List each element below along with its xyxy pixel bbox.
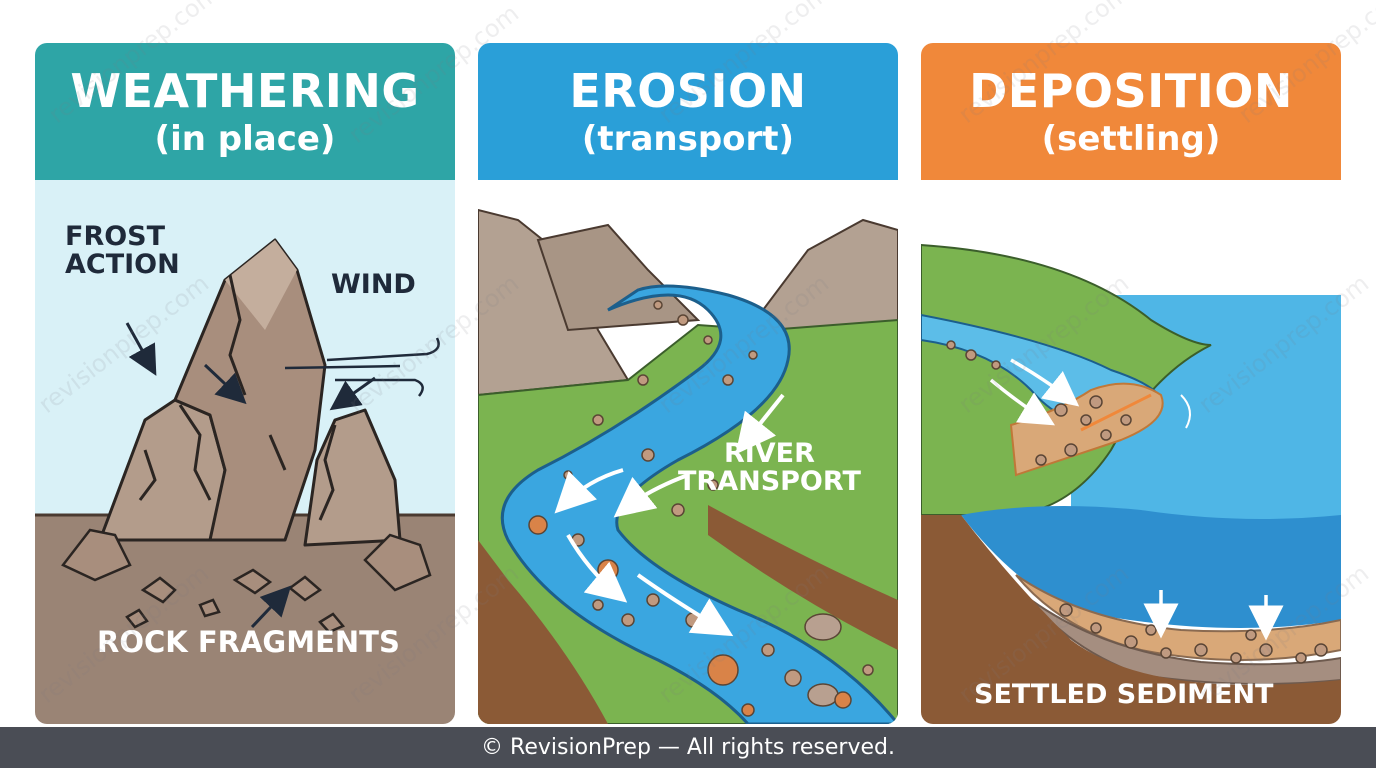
settled-sediment-label: SETTLED SEDIMENT	[974, 679, 1274, 710]
deposition-illustration	[921, 180, 1341, 724]
seabed-soil	[921, 515, 1341, 724]
weathering-illustration	[35, 180, 455, 724]
erosion-subtitle: (transport)	[581, 119, 795, 159]
grass-land	[478, 318, 898, 724]
deposition-title: DEPOSITION	[969, 64, 1293, 118]
frost-action-label: FROST ACTION	[65, 221, 180, 281]
wind-label: WIND	[331, 269, 416, 300]
soil	[478, 540, 608, 724]
copyright-footer: © RevisionPrep — All rights reserved.	[0, 727, 1376, 768]
erosion-panel: EROSION (transport)	[478, 43, 898, 724]
deposition-arrows	[989, 358, 1284, 641]
erosion-title: EROSION	[569, 64, 807, 118]
weathering-panel: WEATHERING (in place)	[35, 43, 455, 724]
deposition-subtitle: (settling)	[1041, 119, 1221, 159]
weathering-arrows	[125, 322, 376, 629]
erosion-illustration	[478, 180, 898, 724]
weathering-title: WEATHERING	[70, 64, 420, 118]
erosion-header: EROSION (transport)	[478, 43, 898, 180]
weathering-subtitle: (in place)	[154, 119, 336, 159]
deposition-panel: DEPOSITION (settling)	[921, 43, 1341, 724]
mountain-left	[478, 208, 630, 397]
wind-icon	[284, 337, 440, 397]
river-flow-arrows	[554, 393, 785, 637]
deposition-header: DEPOSITION (settling)	[921, 43, 1341, 180]
river-transport-label: RIVER TRANSPORT	[678, 438, 861, 498]
rock-formation	[98, 238, 402, 547]
rock-fragments-label: ROCK FRAGMENTS	[97, 625, 400, 659]
weathering-header: WEATHERING (in place)	[35, 43, 455, 180]
rock-fragments	[61, 528, 432, 634]
river	[500, 284, 898, 724]
